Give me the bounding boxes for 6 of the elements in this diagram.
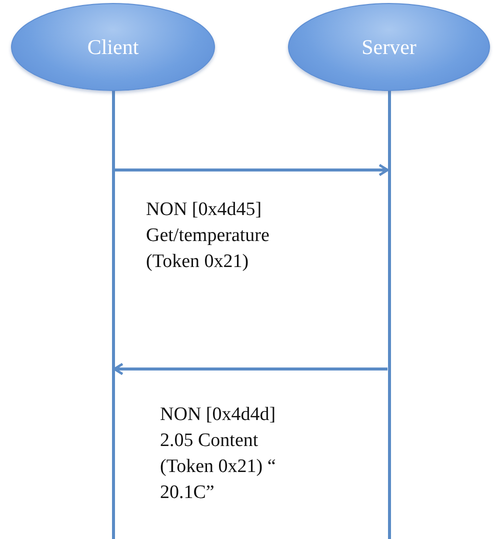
message-arrow <box>113 362 388 376</box>
message-arrow <box>114 164 389 176</box>
lifeline <box>112 90 114 539</box>
participant-name: Client <box>87 34 139 60</box>
lifeline <box>388 90 390 539</box>
participant-name: Server <box>362 34 416 60</box>
